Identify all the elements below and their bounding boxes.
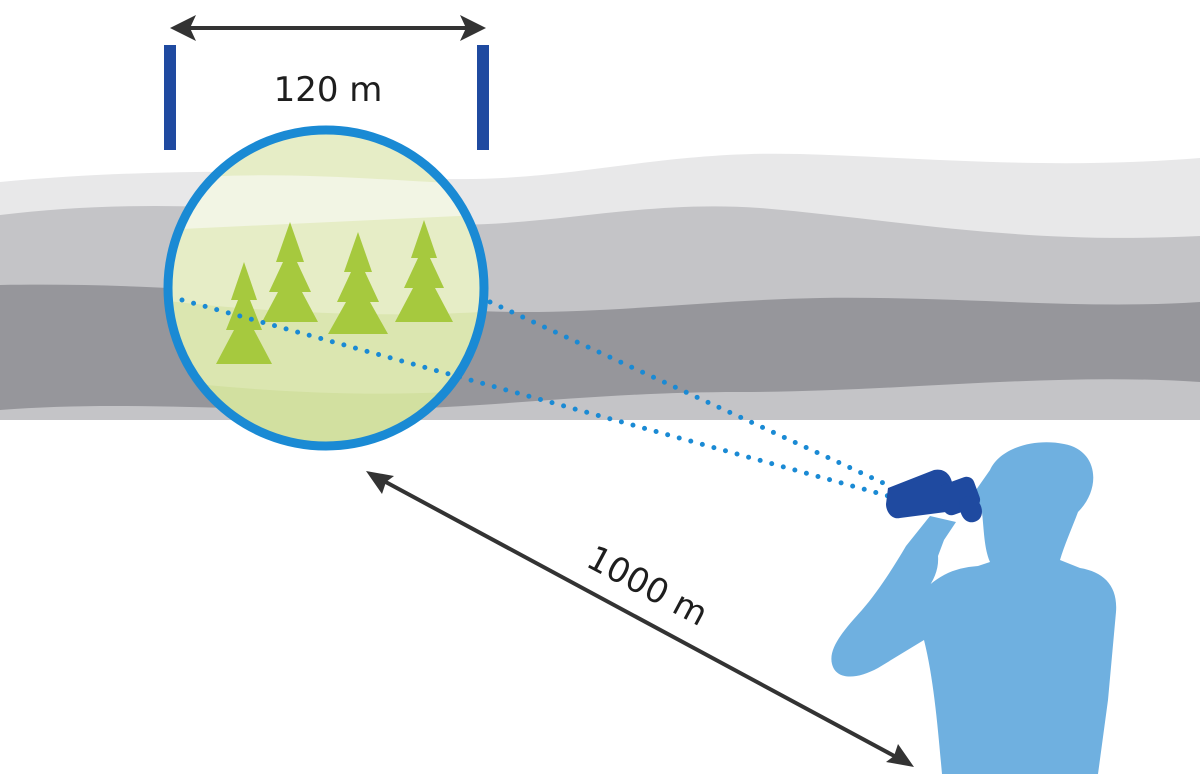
lens-ring — [163, 125, 489, 451]
tree-icon — [262, 222, 318, 322]
arrowhead-left-icon — [170, 15, 196, 41]
arrowhead-lower-icon — [886, 744, 914, 767]
distance-label: 1000 m — [580, 538, 714, 635]
distance-arrow: 1000 m — [366, 471, 914, 767]
arrowhead-right-icon — [460, 15, 486, 41]
left-marker-bar — [164, 45, 176, 150]
observer-figure — [831, 442, 1117, 774]
arrowhead-upper-icon — [366, 471, 394, 494]
sight-line-lower — [179, 297, 895, 500]
tree-icon — [216, 262, 272, 364]
width-arrow — [170, 15, 486, 41]
field-width-label: 120 m — [274, 70, 383, 110]
sight-line-upper — [487, 299, 895, 490]
right-marker-bar — [477, 45, 489, 150]
binoculars-icon — [886, 469, 982, 523]
field-width-marker: 120 m — [164, 15, 489, 150]
tree-group — [216, 220, 453, 364]
tree-icon — [328, 232, 388, 334]
sight-lines — [179, 297, 895, 500]
person-silhouette — [831, 442, 1117, 774]
tree-icon — [395, 220, 453, 322]
